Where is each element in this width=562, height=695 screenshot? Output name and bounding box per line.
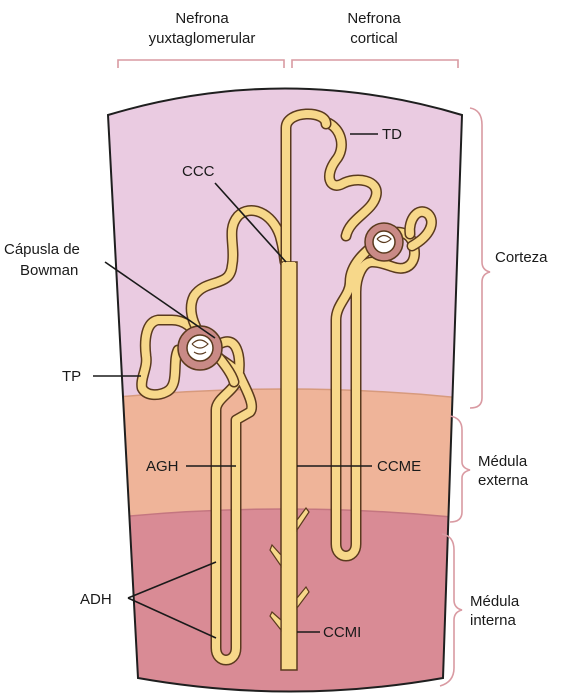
cortical-nephron-title-line1: Nefrona	[347, 10, 401, 27]
outer-medulla-brace	[450, 416, 470, 522]
juxta-bracket	[118, 60, 284, 68]
label-ccme: CCME	[377, 458, 421, 475]
cortex-brace	[470, 108, 490, 408]
juxta-nephron-title-line2: yuxtaglomerular	[149, 30, 256, 47]
zone-cortex-label: Corteza	[495, 249, 548, 266]
label-adh: ADH	[80, 591, 112, 608]
zone-outer-medulla-label-line2: externa	[478, 472, 529, 489]
label-bowman-line1: Cápusla de	[4, 241, 80, 258]
juxta-nephron-title-line1: Nefrona	[175, 10, 229, 27]
label-ccc: CCC	[182, 163, 215, 180]
cortical-bracket	[292, 60, 458, 68]
label-agh: AGH	[146, 458, 179, 475]
label-ccmi: CCMI	[323, 624, 361, 641]
label-td: TD	[382, 126, 402, 143]
label-bowman-line2: Bowman	[20, 262, 78, 279]
zone-inner-medulla-label-line1: Médula	[470, 593, 520, 610]
label-tp: TP	[62, 368, 81, 385]
cortical-nephron-title-line2: cortical	[350, 30, 398, 47]
zone-outer-medulla-label-line1: Médula	[478, 453, 528, 470]
zone-inner-medulla-label-line2: interna	[470, 612, 517, 629]
